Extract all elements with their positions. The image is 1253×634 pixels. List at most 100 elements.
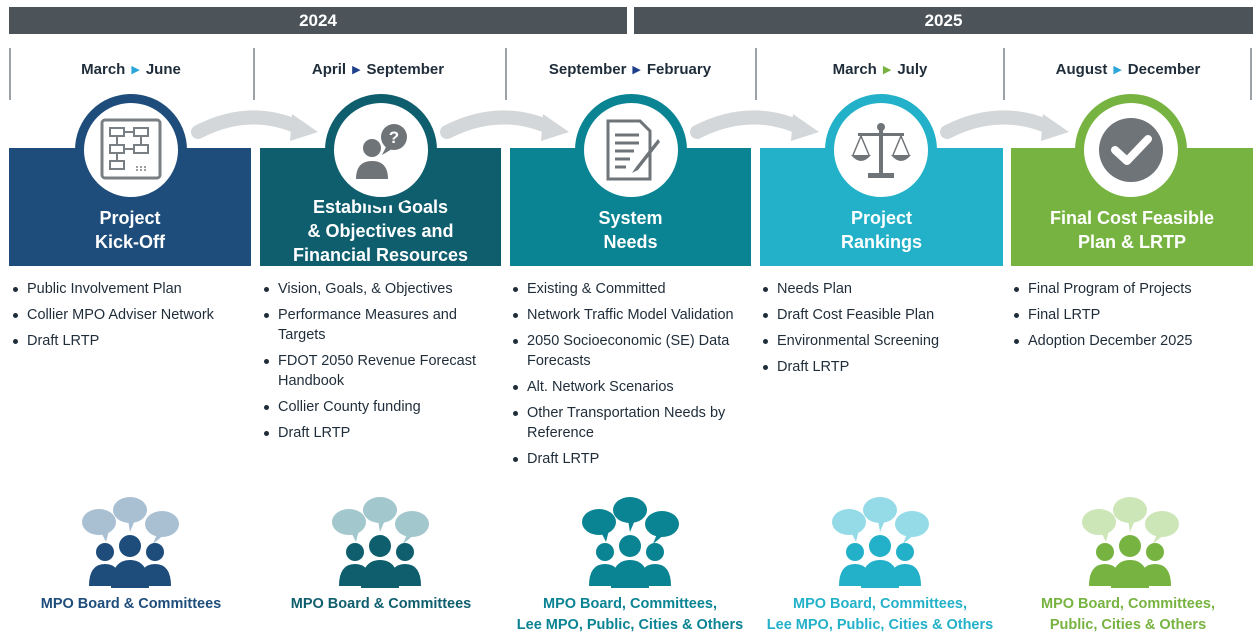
stakeholder-label-phase-2: MPO Board & Committees bbox=[256, 594, 506, 615]
phase-icon-circle-2: ? bbox=[325, 94, 437, 206]
range-end: December bbox=[1127, 61, 1201, 78]
phase-icon-circle-4 bbox=[825, 94, 937, 206]
phase-icon-circle-5 bbox=[1075, 94, 1187, 206]
triangle-right-icon: ▶ bbox=[131, 64, 140, 76]
phase-title-line: & Objectives and bbox=[307, 221, 454, 241]
stakeholder-label-phase-5: MPO Board, Committees, Public, Cities & … bbox=[1003, 594, 1253, 634]
phase-icon-circle-1 bbox=[75, 94, 187, 206]
stakeholder-label-phase-4: MPO Board, Committees, Lee MPO, Public, … bbox=[755, 594, 1005, 634]
list-item: Final Program of Projects bbox=[1012, 279, 1250, 299]
column-divider bbox=[253, 48, 255, 100]
range-end: July bbox=[897, 61, 928, 78]
bullet-list-phase-2: Vision, Goals, & Objectives Performance … bbox=[262, 279, 500, 449]
stakeholder-label-line: MPO Board, Committees, bbox=[542, 596, 718, 612]
date-range-phase-1: March ▶ June bbox=[6, 61, 256, 78]
phase-title-line: System bbox=[598, 208, 663, 228]
bullet-list-phase-4: Needs Plan Draft Cost Feasible Plan Envi… bbox=[761, 279, 999, 383]
phase-title-line: Final Cost Feasible bbox=[1049, 208, 1215, 228]
stakeholder-group-icon bbox=[75, 496, 185, 592]
stakeholder-group-icon bbox=[1075, 496, 1185, 592]
triangle-right-icon: ▶ bbox=[1113, 64, 1122, 76]
column-divider bbox=[1250, 48, 1252, 100]
arrow-head bbox=[791, 114, 819, 141]
year-bar-2025: 2025 bbox=[634, 7, 1253, 34]
date-range-phase-5: August ▶ December bbox=[1003, 61, 1253, 78]
list-item: FDOT 2050 Revenue Forecast Handbook bbox=[262, 351, 500, 391]
phase-title: Project Rankings bbox=[760, 206, 1003, 254]
list-item: Draft Cost Feasible Plan bbox=[761, 305, 999, 325]
stakeholder-label-line: Public, Cities & Others bbox=[1049, 617, 1207, 633]
stakeholder-label-line: MPO Board, Committees, bbox=[1040, 596, 1216, 612]
phase-title-line: Financial Resources bbox=[292, 245, 469, 265]
year-bar-2024: 2024 bbox=[9, 7, 627, 34]
phase-title-line: Plan & LRTP bbox=[1077, 232, 1186, 252]
phase-title-line: Project bbox=[99, 208, 161, 228]
list-item: Public Involvement Plan bbox=[11, 279, 251, 299]
list-item: Final LRTP bbox=[1012, 305, 1250, 325]
phase-title-line: Needs bbox=[603, 232, 658, 252]
phase-title: Project Kick-Off bbox=[9, 206, 251, 254]
list-item: Performance Measures and Targets bbox=[262, 305, 500, 345]
document-pen-icon bbox=[606, 119, 660, 181]
date-range-phase-4: March ▶ July bbox=[755, 61, 1005, 78]
stakeholder-label-line: Lee MPO, Public, Cities & Others bbox=[766, 617, 994, 633]
list-item: Network Traffic Model Validation bbox=[511, 305, 745, 325]
arrow-head bbox=[1041, 114, 1069, 141]
triangle-right-icon: ▶ bbox=[882, 64, 892, 76]
column-divider bbox=[1003, 48, 1005, 100]
range-end: June bbox=[145, 61, 181, 78]
triangle-right-icon: ▶ bbox=[352, 64, 361, 76]
flow-arrow bbox=[690, 110, 808, 139]
range-end: February bbox=[646, 61, 712, 78]
flow-arrow bbox=[940, 110, 1058, 139]
question-person-icon: ? bbox=[356, 124, 407, 179]
range-start: September bbox=[548, 61, 627, 78]
date-range-phase-3: September ▶ February bbox=[505, 61, 755, 78]
phase-icon-circle-3 bbox=[575, 94, 687, 206]
phase-title: Establish Goals & Objectives and Financi… bbox=[260, 195, 501, 267]
stakeholder-group-icon bbox=[825, 496, 935, 592]
range-start: April bbox=[311, 61, 347, 78]
phase-title: Final Cost Feasible Plan & LRTP bbox=[1011, 206, 1253, 254]
stakeholder-label-line: MPO Board & Committees bbox=[290, 596, 472, 612]
list-item: Draft LRTP bbox=[511, 449, 745, 469]
triangle-right-icon: ▶ bbox=[632, 64, 641, 76]
list-item: Draft LRTP bbox=[761, 357, 999, 377]
list-item: Draft LRTP bbox=[262, 423, 500, 443]
column-divider bbox=[505, 48, 507, 100]
stakeholder-label-line: MPO Board, Committees, bbox=[792, 596, 968, 612]
bullet-list-phase-1: Public Involvement Plan Collier MPO Advi… bbox=[11, 279, 251, 357]
phase-title: System Needs bbox=[510, 206, 751, 254]
list-item: Other Transportation Needs by Reference bbox=[511, 403, 745, 443]
bullet-list-phase-5: Final Program of Projects Final LRTP Ado… bbox=[1012, 279, 1250, 357]
phase-title-line: Rankings bbox=[840, 232, 923, 252]
bullet-list-phase-3: Existing & Committed Network Traffic Mod… bbox=[511, 279, 745, 475]
list-item: Needs Plan bbox=[761, 279, 999, 299]
list-item: 2050 Socioeconomic (SE) Data Forecasts bbox=[511, 331, 745, 371]
scales-icon bbox=[851, 123, 911, 178]
arrow-head bbox=[541, 114, 569, 141]
stakeholder-label-phase-3: MPO Board, Committees, Lee MPO, Public, … bbox=[505, 594, 755, 634]
list-item: Alt. Network Scenarios bbox=[511, 377, 745, 397]
range-start: March bbox=[81, 61, 126, 78]
stakeholder-group-icon bbox=[325, 496, 435, 592]
svg-text:?: ? bbox=[389, 128, 399, 147]
list-item: Collier County funding bbox=[262, 397, 500, 417]
range-start: March bbox=[832, 61, 877, 78]
stakeholder-group-icon bbox=[575, 496, 685, 592]
column-divider bbox=[9, 48, 11, 100]
list-item: Draft LRTP bbox=[11, 331, 251, 351]
stakeholder-label-line: Lee MPO, Public, Cities & Others bbox=[516, 617, 744, 633]
date-range-phase-2: April ▶ September bbox=[253, 61, 503, 78]
range-start: August bbox=[1055, 61, 1108, 78]
stakeholder-label-line: MPO Board & Committees bbox=[40, 596, 222, 612]
phase-title-line: Project bbox=[850, 208, 913, 228]
column-divider bbox=[755, 48, 757, 100]
flowchart-icon bbox=[100, 118, 162, 180]
flow-arrow bbox=[191, 110, 307, 139]
phase-title-line: Establish Goals bbox=[312, 197, 449, 217]
list-item: Existing & Committed bbox=[511, 279, 745, 299]
phase-title-line: Kick-Off bbox=[94, 232, 165, 252]
stakeholder-label-phase-1: MPO Board & Committees bbox=[6, 594, 256, 615]
range-end: September bbox=[366, 61, 445, 78]
